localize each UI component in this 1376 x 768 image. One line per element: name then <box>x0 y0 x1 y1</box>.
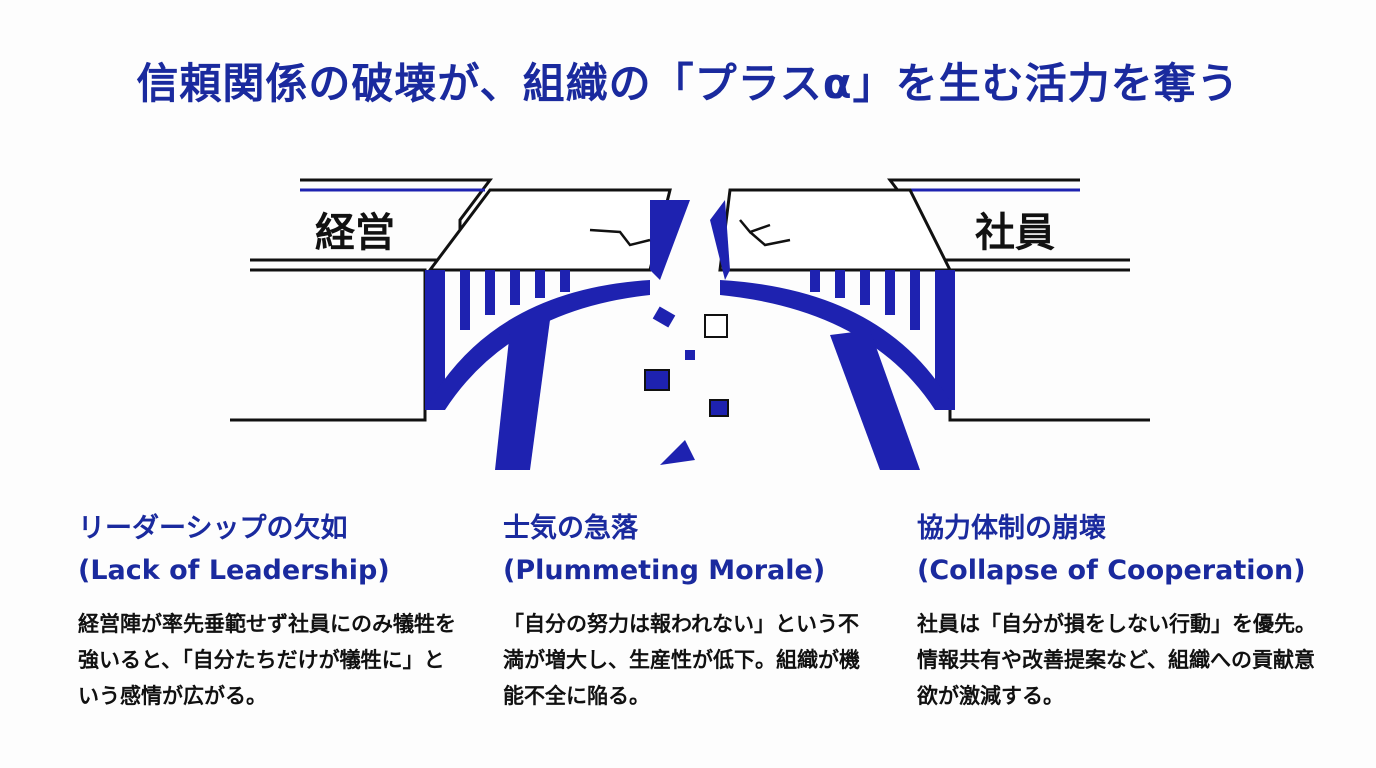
point-body: 経営陣が率先垂範せず社員にのみ犠牲を強いると、「自分たちだけが犠牲に」という感情… <box>78 612 456 708</box>
management-label: 経営 <box>315 210 395 256</box>
point-cooperation: 協力体制の崩壊 (Collapse of Cooperation) 社員は「自分… <box>917 508 1337 714</box>
point-leadership: リーダーシップの欠如 (Lack of Leadership) 経営陣が率先垂範… <box>78 508 498 714</box>
point-title-en: (Plummeting Morale) <box>503 555 826 586</box>
page-title: 信頼関係の破壊が、組織の「プラスα」を生む活力を奪う <box>136 59 1240 108</box>
broken-bridge-illustration: 経営 社員 <box>230 160 1150 470</box>
point-title-ja: リーダーシップの欠如 <box>78 513 348 544</box>
point-body: 社員は「自分が損をしない行動」を優先。情報共有や改善提案など、組織への貢献意欲が… <box>917 612 1316 708</box>
point-title-ja: 士気の急落 <box>503 513 638 544</box>
point-title-ja: 協力体制の崩壊 <box>917 513 1106 544</box>
point-title-en: (Collapse of Cooperation) <box>917 555 1306 586</box>
point-title-en: (Lack of Leadership) <box>78 555 390 586</box>
bridge-graphic <box>230 178 1150 470</box>
point-body: 「自分の努力は報われない」という不満が増大し、生産性が低下。組織が機能不全に陥る… <box>503 612 860 708</box>
employees-label: 社員 <box>975 210 1055 256</box>
point-morale: 士気の急落 (Plummeting Morale) 「自分の努力は報われない」と… <box>503 508 923 714</box>
